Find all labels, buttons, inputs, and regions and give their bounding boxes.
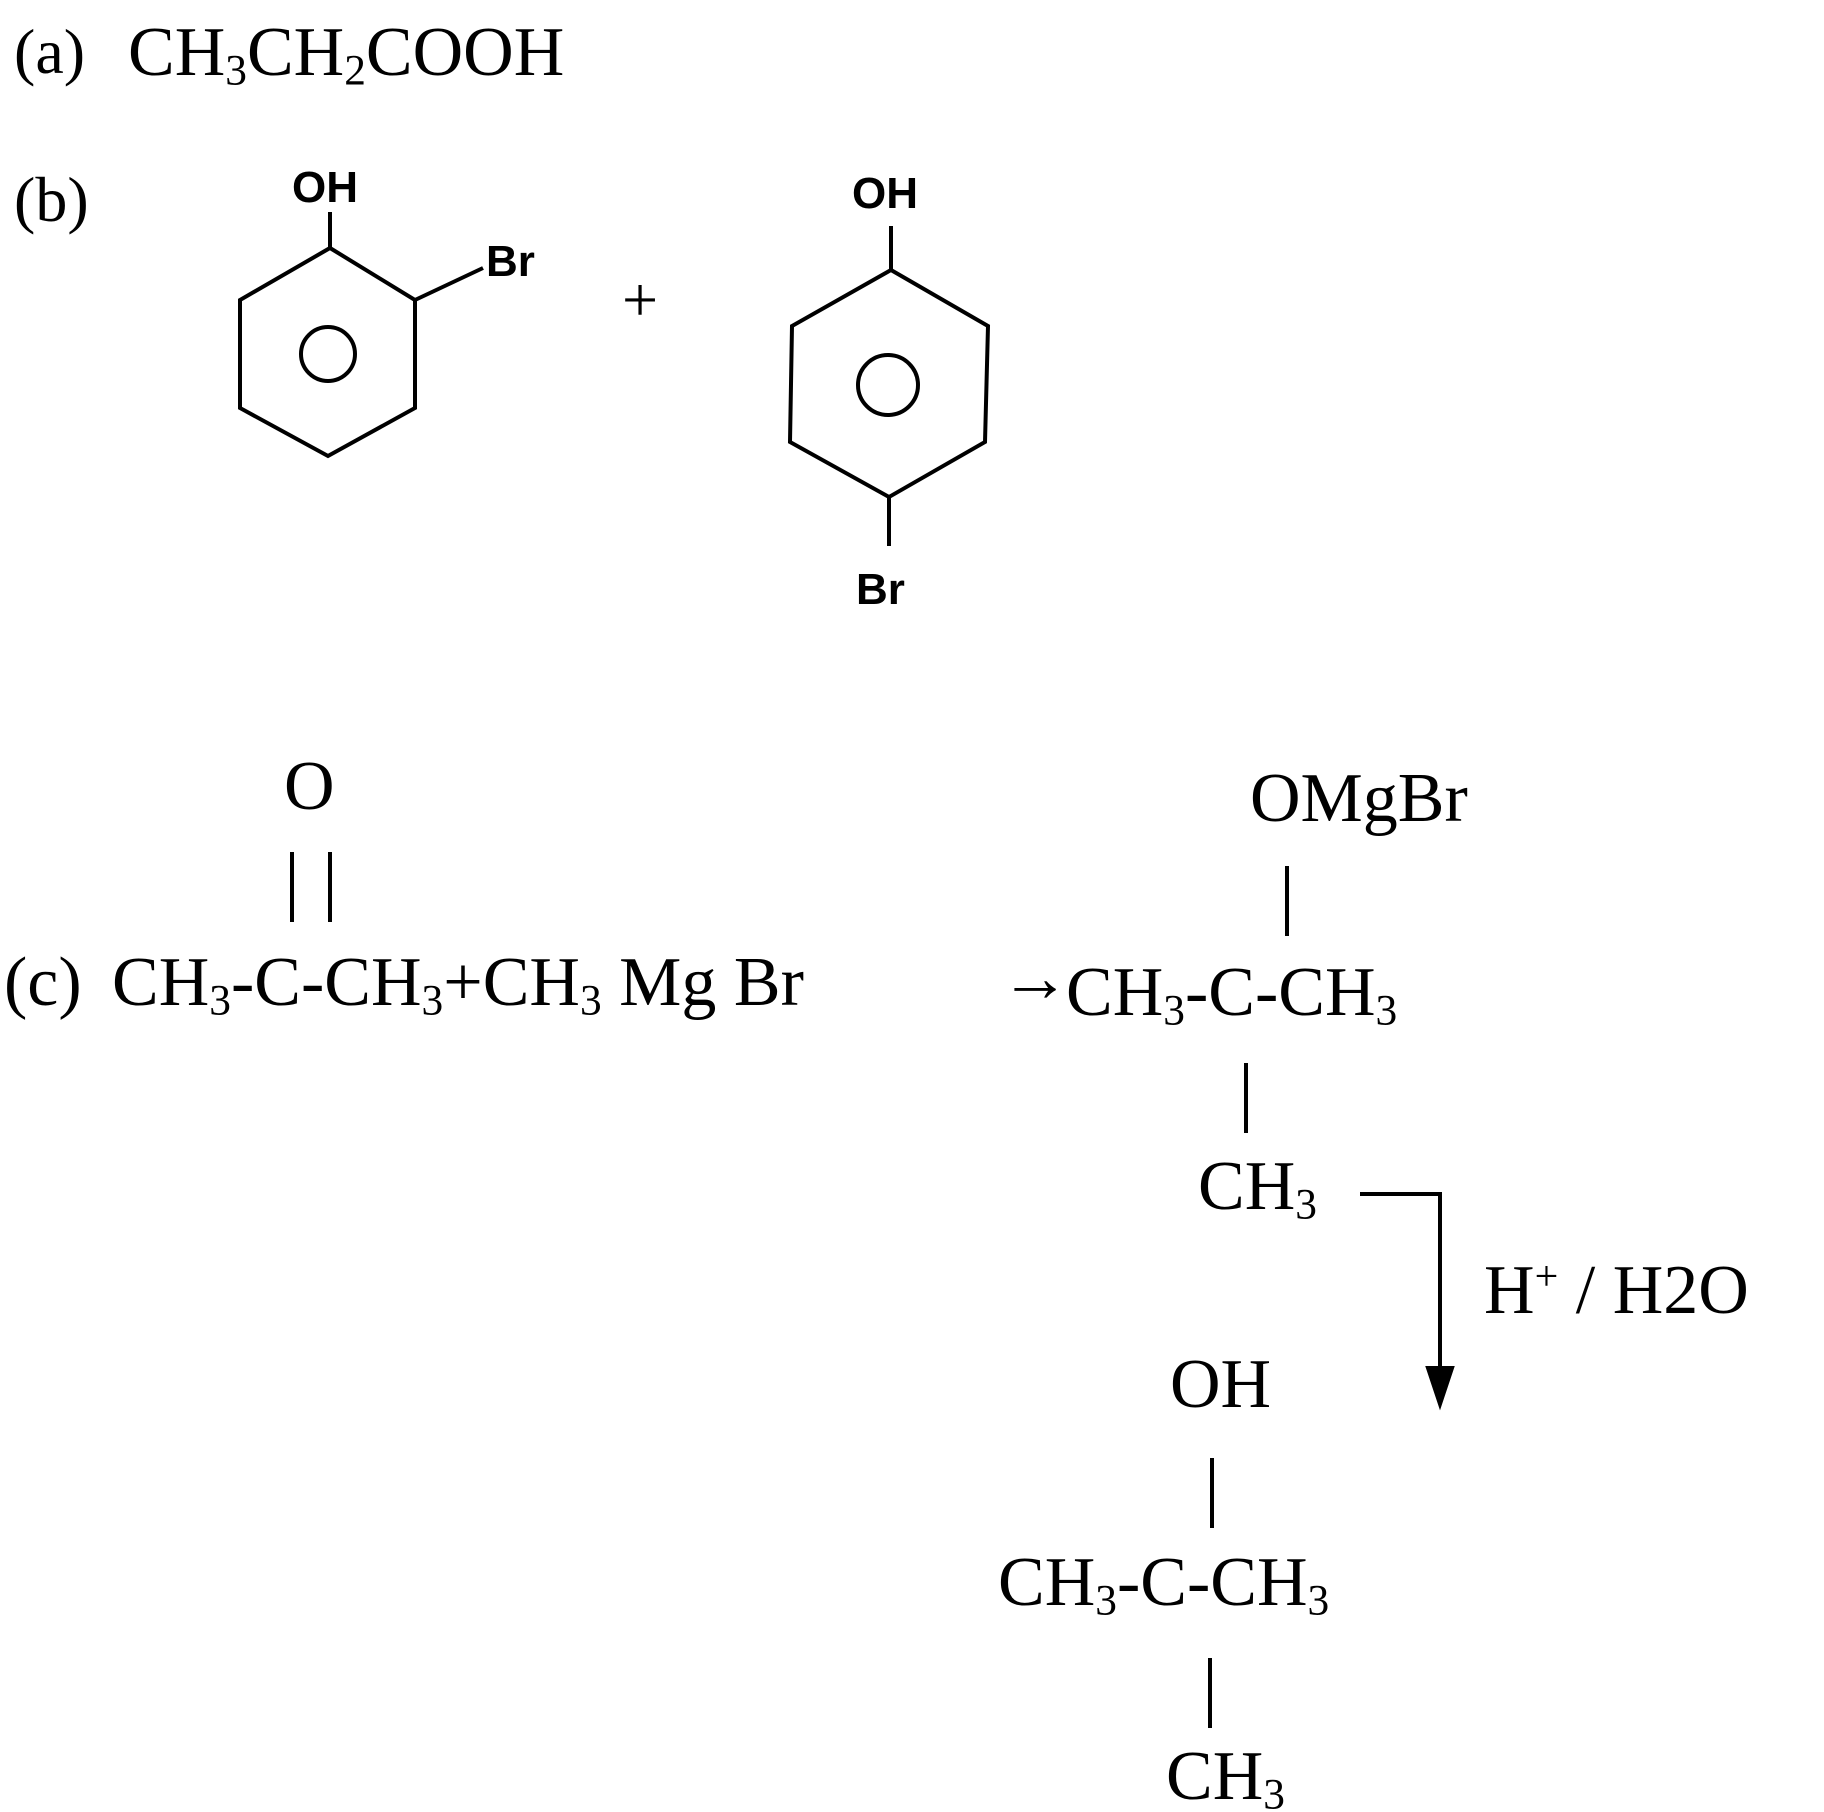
intermediate-main-chain: CH3-C-CH3	[1066, 954, 1398, 1035]
para-aromatic-circle	[856, 353, 920, 417]
hydrolysis-condition: H+ / H2O	[1484, 1252, 1749, 1330]
reaction-equation-line: CH3-C-CH3+CH3 Mg Br	[112, 948, 804, 1023]
ortho-oh-label: OH	[292, 163, 358, 212]
ortho-br-label: Br	[486, 237, 535, 286]
part-a-label: (a)	[14, 16, 86, 87]
hydrolysis-arrow-head	[1425, 1366, 1455, 1411]
intermediate-omgbr: OMgBr	[1250, 760, 1468, 837]
ortho-benzene-ring	[238, 245, 417, 459]
ketone-oxygen: O	[284, 748, 335, 825]
grignard-reagent: CH3 Mg Br	[482, 944, 804, 1025]
reaction-arrow: →	[1000, 940, 1070, 1017]
propanoic-acid-formula: CH3CH2COOH	[128, 14, 565, 95]
para-br-label: Br	[856, 565, 905, 614]
hydrolysis-arrow-shaft	[1360, 1192, 1442, 1370]
intermediate-methyl: CH3	[1198, 1148, 1317, 1229]
reaction-plus: +	[443, 944, 483, 1021]
product-methyl: CH3	[1166, 1738, 1285, 1812]
part-b-label: (b)	[14, 164, 89, 235]
product-main-chain: CH3-C-CH3	[998, 1544, 1330, 1625]
acetone-formula: CH3-C-CH3	[112, 944, 444, 1025]
plus-sign: +	[622, 264, 659, 335]
para-oh-label: OH	[852, 169, 918, 218]
part-c-label: (c)	[4, 944, 82, 1021]
para-benzene-ring	[787, 267, 991, 500]
ortho-br-bond	[414, 266, 484, 302]
ortho-aromatic-circle	[299, 325, 357, 383]
product-hydroxyl: OH	[1170, 1346, 1272, 1423]
